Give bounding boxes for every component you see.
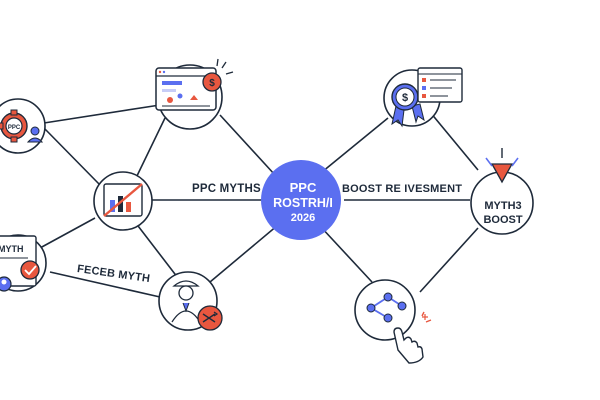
center-node-line2: ROSTRH/I <box>273 196 333 210</box>
edge-card-to-user <box>49 271 161 298</box>
edge-dashboard-to-myth-center <box>134 117 166 181</box>
edge-dashboard-to-center <box>219 114 276 176</box>
person-node <box>158 271 223 331</box>
edge-center-to-award <box>321 117 389 173</box>
slashed-chart-icon <box>103 183 143 217</box>
edge-label-ppc-myths: PPC MYTHS <box>192 183 261 195</box>
ppc-gear-text: PPC <box>8 125 21 131</box>
edge-ppc-to-myth-center <box>43 127 101 186</box>
myth-card-node: MYTH <box>0 234 47 292</box>
gear-icon: PPC <box>0 109 28 143</box>
myth-boost-line2: BOOST <box>483 214 523 226</box>
connector-lines <box>39 104 479 298</box>
center-node-line1: PPC <box>289 180 317 195</box>
center-node <box>261 160 341 240</box>
edge-boost-to-network <box>419 227 479 293</box>
edge-center-to-network <box>319 225 373 283</box>
network-click-node <box>354 279 432 364</box>
svg-text:$: $ <box>402 92 408 104</box>
svg-text:$: $ <box>209 78 215 89</box>
dashboard-node: $ <box>155 58 234 130</box>
award-node: $ <box>383 67 463 128</box>
shuffle-icon <box>197 305 223 331</box>
checkmark-icon <box>20 260 40 280</box>
browser-window-icon <box>155 67 217 111</box>
edge-award-to-boost <box>429 111 479 171</box>
pointer-hand-icon <box>393 311 432 364</box>
myth-boost-node <box>470 148 534 235</box>
edge-ppc-to-dashboard <box>43 104 161 124</box>
avatar-icon <box>0 276 12 292</box>
edge-myth-center-to-card <box>39 217 96 249</box>
edge-user-to-center <box>209 224 279 283</box>
checklist-window-icon <box>417 67 463 103</box>
myth-card-text: MYTH <box>0 244 24 254</box>
center-node-line3: 2026 <box>290 212 316 224</box>
user-icon <box>26 126 44 143</box>
dollar-badge-icon: $ <box>202 58 234 92</box>
ppc-gear-node: PPC <box>0 98 46 154</box>
myth-boost-line1: MYTH3 <box>484 200 522 212</box>
rosette-dollar-icon: $ <box>391 83 425 128</box>
down-triangle-icon <box>485 148 519 184</box>
share-network-icon <box>366 292 407 323</box>
edge-label-boost-reinvestment: BOOST RE IVESMENT <box>342 183 463 195</box>
myth-chart-node <box>93 171 153 231</box>
edge-myth-center-to-user <box>134 221 179 279</box>
